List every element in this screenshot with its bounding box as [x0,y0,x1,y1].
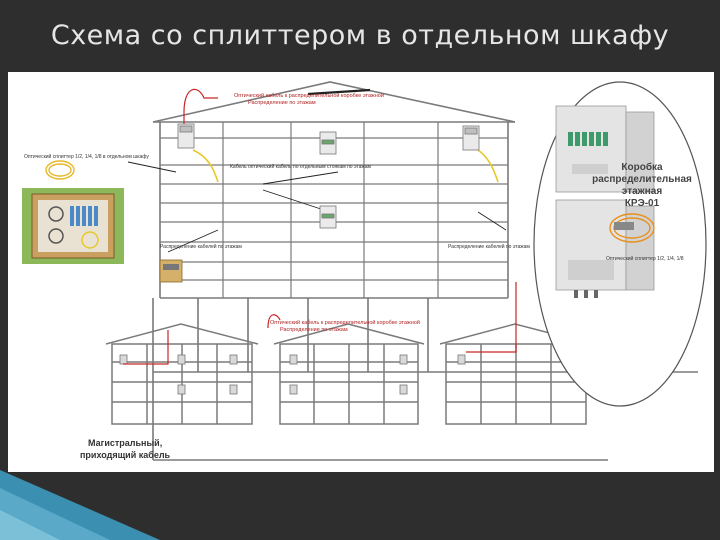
floor-boxes [177,123,480,229]
bottom-cable-label: Оптический кабель к распределительной ко… [270,319,420,326]
cabinet-photo [22,188,124,264]
distribution-box-lower [555,199,655,298]
slide-title: Схема со сплиттером в отдельном шкафу [50,20,670,51]
distribution-box-upper [555,105,655,193]
left-dist-label: Распределение кабелей по этажам [160,243,242,250]
building-scheme-diagram: Оптический кабель к распределительной ко… [22,81,707,461]
diagram-panel: Оптический кабель к распределительной ко… [8,72,714,472]
main-building [152,81,516,299]
box-title-3: этажная [622,186,663,197]
fiber-lines [192,149,499,183]
splitter-right-label: Оптический сплиттер 1/2, 1/4, 1/8 [606,255,684,262]
lower-house-2 [273,323,425,425]
box-detail-oval [533,81,707,407]
corner-decoration [0,470,160,540]
main-cable-label-1: Магистральный, [88,438,162,448]
main-cable-label-2: приходящий кабель [80,450,171,460]
top-cable-note: Распределение по этажам [248,100,316,106]
splitter-device [614,222,634,230]
box-title-4: КРЭ-01 [625,198,660,209]
incoming-cable-top [307,88,371,96]
splitter-cabinet [159,259,183,283]
splitter-left-label: Оптический сплиттер 1/2, 1/4, 1/8 в отде… [24,153,149,160]
box-title-2: распределительная [592,174,692,185]
leader-lines [127,161,507,253]
lower-floor-boxes [119,354,574,395]
right-dist-label: Распределение кабелей по этажам [448,243,530,250]
box-title-1: Коробка [621,161,663,173]
bottom-cable-note: Распределение по этажам [280,327,348,333]
top-cable-label: Оптический кабель к распределительной ко… [234,92,384,99]
lower-house-1 [105,323,259,425]
riser-label: Кабель оптический кабель по отдельным ст… [230,163,372,170]
fiber-coil-left [45,160,75,180]
